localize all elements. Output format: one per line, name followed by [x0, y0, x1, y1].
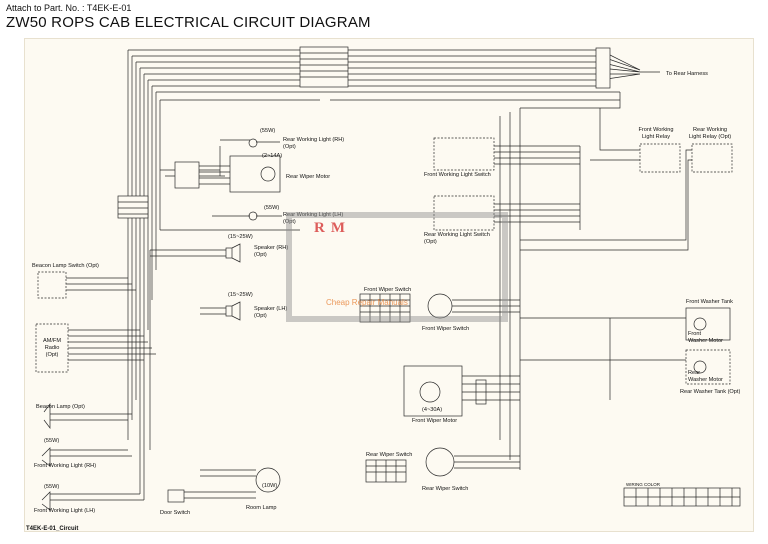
- front-working-light-relay-label-1: Front Working: [638, 127, 674, 133]
- rear-wiper-motor-label: Rear Wiper Motor: [286, 174, 331, 180]
- front-washer-motor-label-2: Washer Motor: [688, 338, 723, 344]
- rear-wiper-switch-top-label: Rear Wiper Switch: [366, 452, 413, 458]
- speaker-rh-opt: (Opt): [254, 252, 267, 258]
- radio-label-3: (Opt): [45, 352, 59, 358]
- front-wiper-motor-rating: (4~30A): [422, 407, 443, 413]
- speaker-rh-power: (15~25W): [228, 234, 253, 240]
- rear-washer-tank-label: Rear Washer Tank (Opt): [680, 389, 741, 395]
- door-switch-label: Door Switch: [160, 510, 191, 516]
- radio-label-2: Radio: [44, 345, 60, 351]
- front-wiper-switch-label: Front Wiper Switch: [422, 326, 470, 332]
- diagram-panel: [24, 38, 754, 532]
- rear-working-light-switch-opt: (Opt): [424, 239, 437, 245]
- rear-working-light-relay-label-2: Light Relay (Opt): [688, 134, 732, 140]
- watermark-frame: [286, 212, 508, 322]
- rear-working-light-lh-opt: (Opt): [283, 219, 296, 225]
- rear-working-light-lh-power: (55W): [264, 205, 280, 211]
- rear-working-light-rh-opt: (Opt): [283, 144, 296, 150]
- beacon-lamp-label: Beacon Lamp (Opt): [36, 404, 85, 410]
- beacon-lamp-switch-label: Beacon Lamp Switch (Opt): [32, 263, 99, 269]
- front-working-light-relay-label-2: Light Relay: [642, 134, 670, 140]
- speaker-lh-opt: (Opt): [254, 313, 267, 319]
- watermark-tagline: Cheap Repair Manuals: [326, 298, 408, 307]
- drawing-code: T4EK-E-01_Circuit: [26, 526, 79, 532]
- speaker-rh-label: Speaker (RH): [254, 245, 289, 251]
- front-working-light-rh-power: (55W): [44, 438, 60, 444]
- front-washer-motor-label-1: Front: [688, 331, 702, 337]
- watermark-logo: RM: [314, 220, 351, 236]
- rear-wiper-switch-label: Rear Wiper Switch: [422, 486, 469, 492]
- radio-label-1: AM/FM: [42, 338, 62, 344]
- front-wiper-switch-top-label: Front Wiper Switch: [364, 287, 412, 293]
- rear-wiper-motor-rating: (2~14A): [262, 153, 283, 159]
- front-working-light-rh-label: Front Working Light (RH): [34, 463, 97, 469]
- speaker-lh-label: Speaker (LH): [254, 306, 288, 312]
- rear-working-light-rh-power: (55W): [260, 128, 276, 134]
- rear-working-light-lh-label: Rear Working Light (LH): [283, 212, 344, 218]
- front-working-light-lh-label: Front Working Light (LH): [34, 508, 96, 514]
- front-washer-tank-label: Front Washer Tank: [686, 299, 733, 305]
- front-wiper-motor-label: Front Wiper Motor: [412, 418, 458, 424]
- front-working-light-lh-power: (55W): [44, 484, 60, 490]
- wiring-color-legend-title: WIRING COLOR: [626, 482, 661, 487]
- front-working-light-switch-label: Front Working Light Switch: [424, 172, 491, 178]
- rear-washer-motor-label-1: Rear: [688, 370, 701, 376]
- rear-working-light-relay-label-1: Rear Working: [692, 127, 728, 133]
- speaker-lh-power: (15~25W): [228, 292, 253, 298]
- rear-washer-motor-label-2: Washer Motor: [688, 377, 723, 383]
- attach-part-number: Attach to Part. No. : T4EK-E-01: [6, 3, 132, 13]
- to-rear-harness-label: To Rear Harness: [666, 71, 708, 77]
- rear-working-light-rh-label: Rear Working Light (RH): [283, 137, 345, 143]
- rear-working-light-switch-label: Rear Working Light Switch: [424, 232, 490, 238]
- page-title: ZW50 ROPS CAB ELECTRICAL CIRCUIT DIAGRAM: [6, 14, 371, 31]
- room-lamp-label: Room Lamp: [246, 505, 277, 511]
- room-lamp-power: (10W): [262, 483, 278, 489]
